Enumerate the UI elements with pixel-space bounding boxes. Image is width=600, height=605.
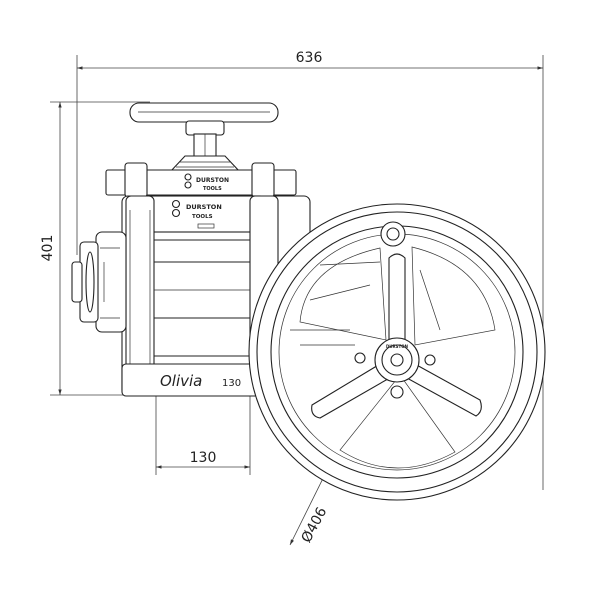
dimension-height: 401 bbox=[40, 101, 150, 396]
large-handwheel: DURSTON bbox=[248, 203, 546, 501]
dimension-depth-label: 130 bbox=[190, 450, 217, 466]
dimension-height-label: 401 bbox=[40, 235, 56, 262]
model-script-text: Olivia bbox=[160, 372, 202, 390]
dimension-diameter-label: Ø406 bbox=[299, 505, 331, 546]
top-handwheel bbox=[129, 102, 279, 173]
model-number-text: 130 bbox=[222, 378, 241, 389]
brand-mid-text: DURSTON bbox=[186, 203, 222, 211]
dimension-width: 636 bbox=[76, 50, 544, 490]
brand-top-text: DURSTON bbox=[196, 177, 229, 184]
dimension-depth: 130 bbox=[155, 385, 251, 475]
brand-top-subtext: TOOLS bbox=[203, 186, 222, 192]
dimension-width-label: 636 bbox=[296, 50, 323, 66]
side-gears bbox=[71, 231, 127, 333]
top-crossbar: DURSTON TOOLS bbox=[105, 162, 297, 198]
brand-mid-subtext: TOOLS bbox=[192, 214, 213, 220]
hub-brand-text: DURSTON bbox=[386, 344, 408, 349]
